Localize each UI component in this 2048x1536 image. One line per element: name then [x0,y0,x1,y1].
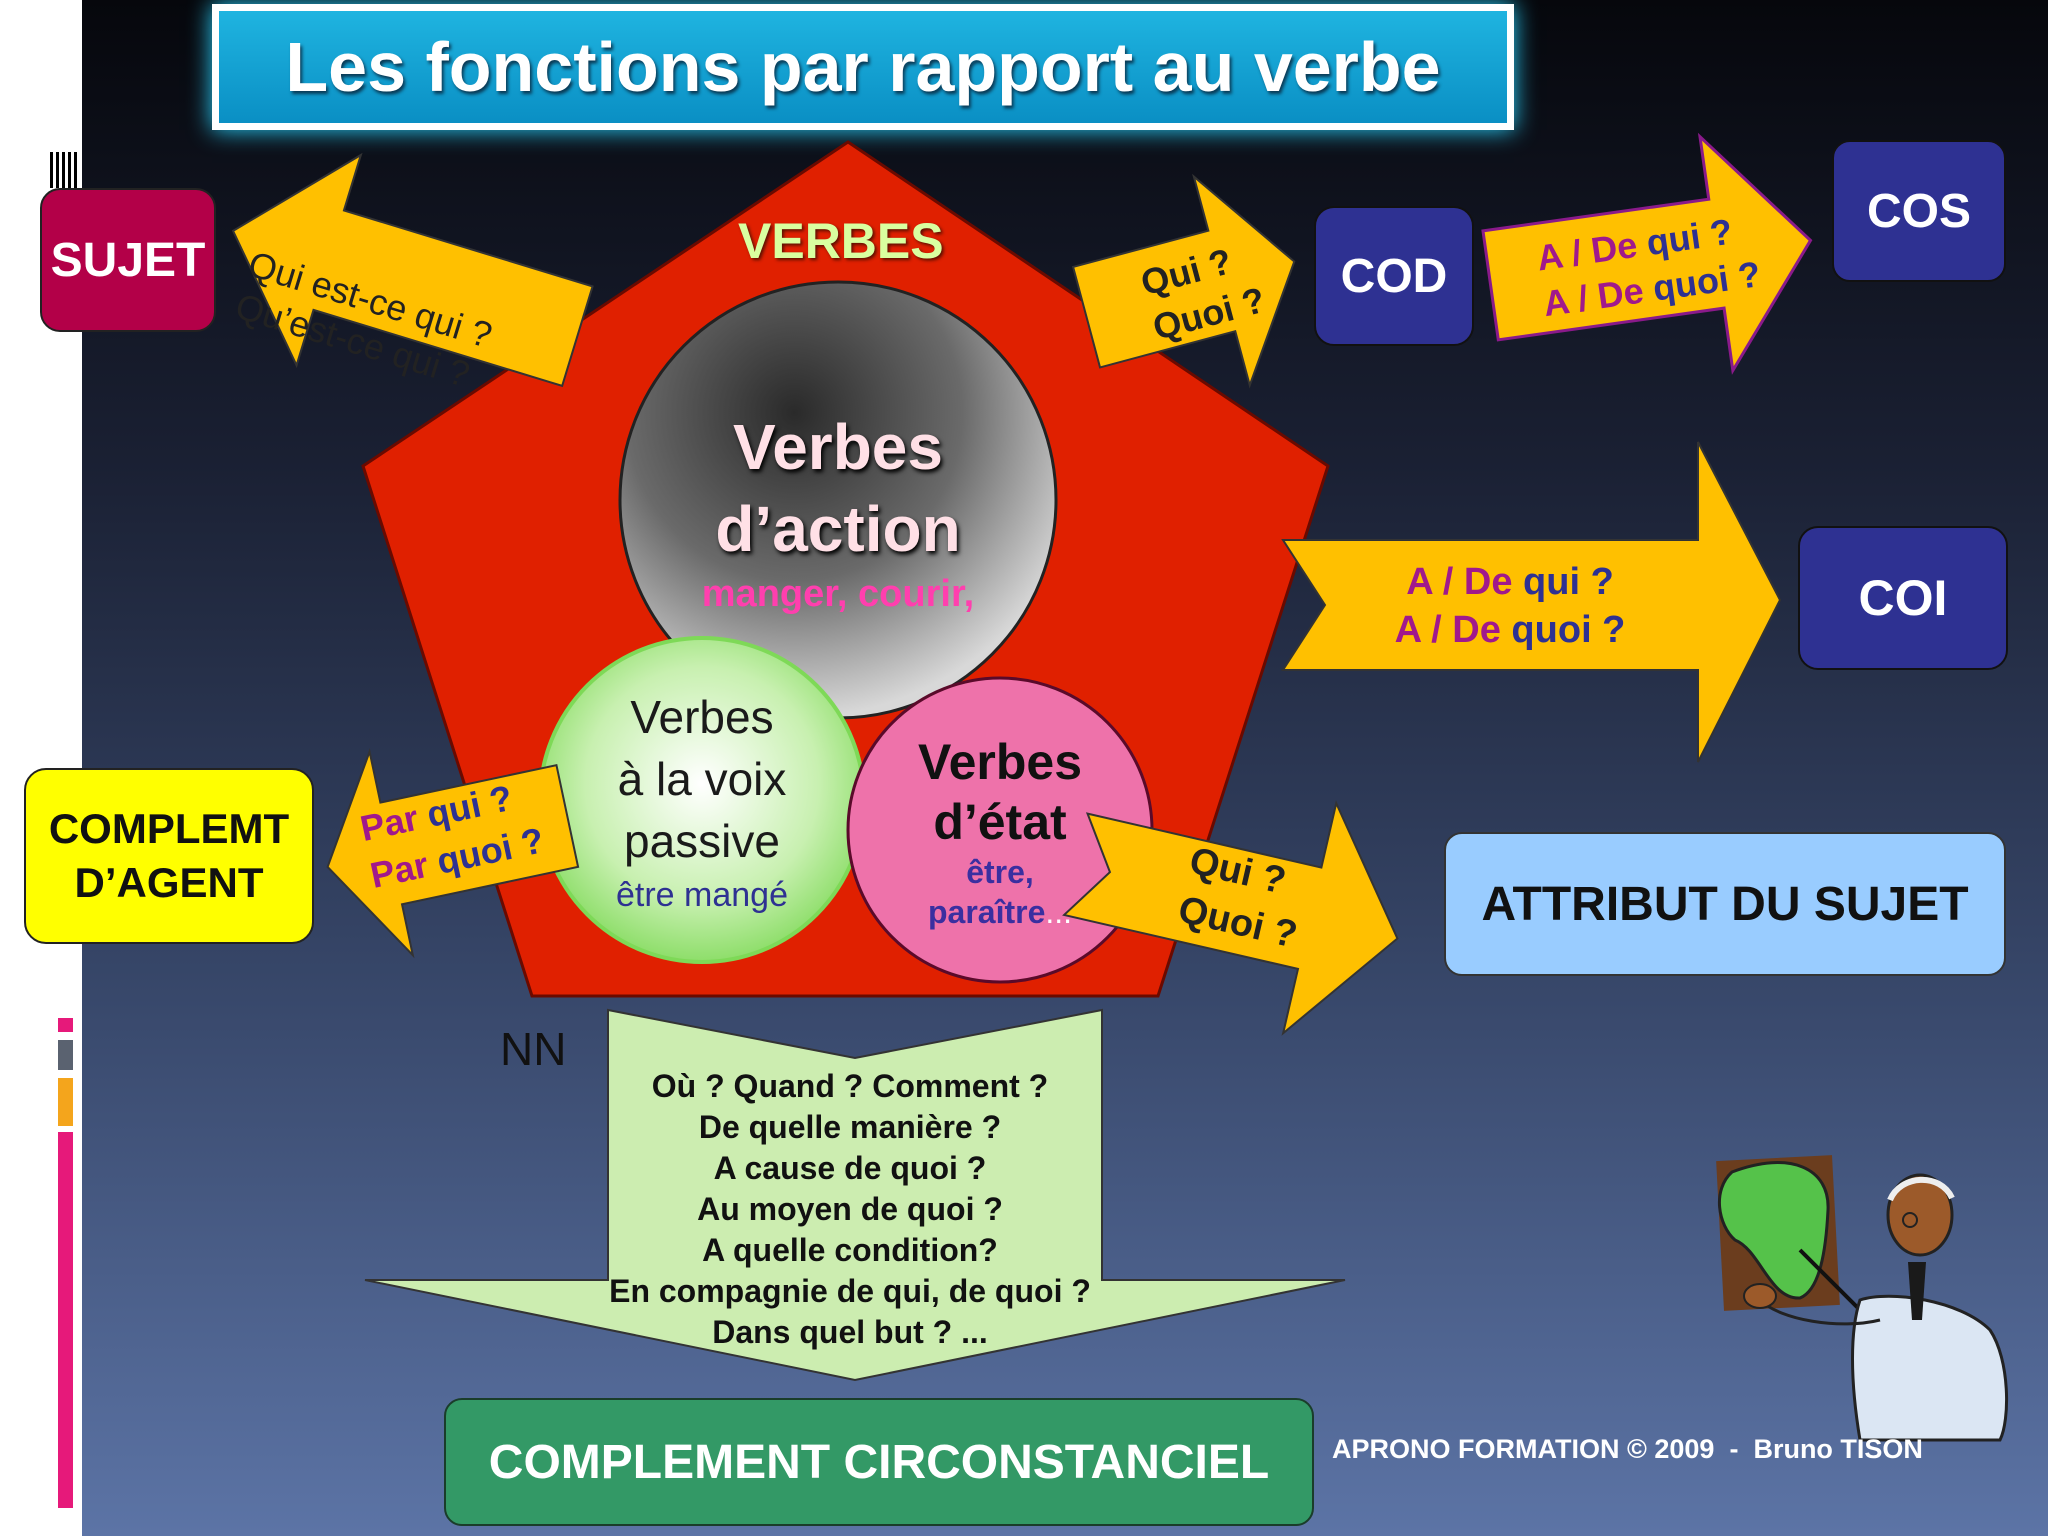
passive-line2: à la voix [617,753,787,805]
passive-line3: passive [624,815,780,867]
state-verbs-text: Verbes d’état être, paraître... [862,732,1138,939]
teacher-clipart [1716,1155,2008,1442]
coi-prep1: A / De [1406,561,1513,603]
state-ex1: être, [966,854,1034,890]
sidebar-bar-orange [58,1078,73,1126]
attribut-arrow [1062,800,1399,1036]
coi-rest2: quoi ? [1500,609,1626,651]
agent-box: COMPLEMT D’AGENT [24,768,314,944]
passive-examples: être mangé [616,876,788,914]
agent-line1: COMPLEMT [48,805,290,852]
agent-prep2: Par [366,843,432,896]
sidebar-bar-gray [58,1040,73,1070]
passive-line1: Verbes [630,691,774,743]
cod-box: COD [1314,206,1474,346]
state-line1: Verbes [917,734,1082,790]
state-line2: d’état [933,794,1067,850]
action-line2: d’action [715,493,961,565]
circ-q5: A quelle condition? [702,1232,998,1268]
title-banner: Les fonctions par rapport au verbe [212,4,1514,130]
sujet-arrow [231,152,594,388]
circonstanciel-questions: Où ? Quand ? Comment ? De quelle manière… [560,1066,1140,1353]
page-title: Les fonctions par rapport au verbe [285,28,1441,106]
circ-q1: Où ? Quand ? Comment ? [651,1068,1049,1104]
agent-arrow [326,748,580,959]
action-verbs-text: Verbes d’action manger, courir, [660,406,1016,618]
barcode-decoration [50,152,80,188]
agent-line2: D’AGENT [74,859,264,906]
circ-q4: Au moyen de quoi ? [697,1191,1003,1227]
coi-label: COI [1858,570,1948,626]
coi-arrow [1281,441,1782,763]
cos-label: COS [1866,184,1971,238]
coi-questions: A / De qui ? A / De quoi ? [1380,558,1640,654]
cos-arrow [1481,132,1813,375]
pentagon-label: VERBES [738,213,944,269]
coi-rest1: qui ? [1512,561,1614,603]
nn-label: NN [500,1023,567,1075]
passive-verbs-text: Verbes à la voix passive être mangé [560,686,844,918]
circ-q3: A cause de quoi ? [713,1150,987,1186]
sidebar-bar-pink-long [58,1132,73,1508]
circonstanciel-arrow [364,1008,1346,1382]
attribut-label: ATTRIBUT DU SUJET [1481,877,1969,931]
state-ex3: ... [1045,894,1073,930]
sidebar-bar-pink [58,1018,73,1032]
sujet-box: SUJET [40,188,216,332]
action-examples: manger, courir, [701,573,975,615]
coi-q1: A / De qui ? [1380,558,1640,606]
agent-prep1: Par [356,796,422,850]
coi-q2: A / De quoi ? [1380,606,1640,654]
credit-text: APRONO FORMATION © 2009 - Bruno TISON [1332,1434,1923,1464]
cod-label: COD [1340,249,1448,303]
sujet-label: SUJET [50,233,206,287]
circ-q7: Dans quel but ? ... [712,1314,988,1350]
action-line1: Verbes [733,411,943,483]
cod-arrow [1071,173,1296,389]
attribut-box: ATTRIBUT DU SUJET [1444,832,2006,976]
state-ex2: paraître [927,894,1046,930]
circonstanciel-box: COMPLEMENT CIRCONSTANCIEL [444,1398,1314,1526]
coi-box: COI [1798,526,2008,670]
circ-q2: De quelle manière ? [698,1109,1002,1145]
circonstanciel-label: COMPLEMENT CIRCONSTANCIEL [488,1435,1270,1489]
state-ex2-line: paraître... [862,892,1138,939]
circ-q6: En compagnie de qui, de quoi ? [609,1273,1091,1309]
coi-prep2: A / De [1394,609,1501,651]
cos-box: COS [1832,140,2006,282]
